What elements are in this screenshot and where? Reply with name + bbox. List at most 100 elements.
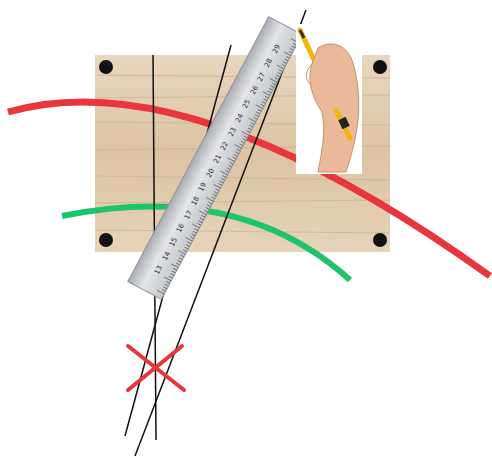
ruler-tick xyxy=(265,96,269,98)
ruler-tick xyxy=(216,189,220,191)
ruler-tick xyxy=(232,157,236,159)
ruler-tick xyxy=(204,210,208,212)
ruler-tick xyxy=(263,92,270,96)
ruler-tick xyxy=(286,56,290,58)
ruler-tick xyxy=(164,277,171,281)
ruler-tick xyxy=(254,117,258,119)
ruler-tick xyxy=(278,72,282,74)
ruler-tick xyxy=(292,46,296,48)
ruler-tick xyxy=(207,205,211,207)
ruler-number: 17 xyxy=(183,209,194,221)
ruler-tick xyxy=(176,263,180,265)
ruler-tick xyxy=(206,198,213,202)
ruler-tick xyxy=(173,268,177,270)
ruler-tick xyxy=(275,78,279,80)
ruler-tick xyxy=(186,245,190,247)
ruler-tick xyxy=(225,170,229,172)
ruler-tick xyxy=(276,75,280,77)
ruler-tick xyxy=(255,115,259,117)
ruler-number: 24 xyxy=(234,112,245,124)
ruler-tick xyxy=(242,139,246,141)
ruler-tick xyxy=(240,144,244,146)
ruler-tick xyxy=(237,149,241,151)
ruler-tick xyxy=(185,237,192,241)
ruler-number: 20 xyxy=(205,167,216,179)
ruler-tick xyxy=(190,237,194,239)
ruler-tick xyxy=(180,255,184,257)
ruler-tick xyxy=(211,197,215,199)
ruler-tick xyxy=(247,131,251,133)
ruler-tick xyxy=(290,48,294,50)
ruler-number: 23 xyxy=(227,126,238,138)
construction-line xyxy=(125,10,306,456)
ruler-tick xyxy=(170,274,174,276)
ruler-tick xyxy=(241,141,245,143)
ruler-tick xyxy=(169,276,173,278)
ruler-tick xyxy=(248,128,252,130)
ruler-tick xyxy=(218,184,222,186)
ruler-tick xyxy=(272,83,276,85)
ruler-number: 25 xyxy=(241,98,252,110)
ruler-number: 28 xyxy=(263,57,274,69)
ruler-tick xyxy=(157,290,164,294)
ruler-tick xyxy=(178,260,182,262)
ruler-tick xyxy=(282,64,286,66)
ruler-tick xyxy=(256,112,260,114)
ruler-tick xyxy=(214,192,218,194)
ruler-tick xyxy=(199,211,206,215)
ruler-number: 27 xyxy=(256,71,267,83)
ruler-number: 21 xyxy=(212,154,223,166)
ruler-tick xyxy=(200,218,204,220)
ruler-tick xyxy=(284,52,291,56)
ruler-tick xyxy=(192,234,196,236)
ruler-tick xyxy=(235,152,239,154)
ruler-number: 29 xyxy=(271,43,282,55)
ruler-tick xyxy=(213,194,217,196)
ruler-tick xyxy=(230,162,234,164)
ruler-number: 15 xyxy=(168,236,179,248)
ruler-tick xyxy=(258,109,262,111)
ruler-tick xyxy=(171,264,178,268)
ruler-tick xyxy=(244,136,248,138)
ruler-tick xyxy=(283,62,287,64)
ruler-tick xyxy=(256,105,263,109)
ruler-tick xyxy=(213,184,220,188)
ruler-tick xyxy=(268,91,272,93)
ruler-tick xyxy=(261,104,265,106)
ruler-tick xyxy=(249,118,256,122)
ruler-tick xyxy=(199,221,203,223)
ruler-number: 16 xyxy=(175,223,186,235)
ruler-tick xyxy=(242,131,249,135)
ruler-tick xyxy=(279,70,283,72)
ruler-tick xyxy=(179,258,183,260)
ruler-tick xyxy=(251,123,255,125)
ruler-tick xyxy=(223,176,227,178)
ruler-tick xyxy=(270,86,274,88)
ruler-tick xyxy=(227,168,231,170)
ruler-tick xyxy=(193,231,197,233)
ruler-tick xyxy=(187,242,191,244)
ruler-tick xyxy=(220,171,227,175)
ruler-tick xyxy=(192,224,199,228)
ruler-number: 13 xyxy=(153,264,164,276)
hand-backdrop xyxy=(296,24,362,174)
steel-ruler xyxy=(128,17,302,300)
ruler-tick xyxy=(228,165,232,167)
ruler-tick xyxy=(270,78,277,82)
ruler-tick xyxy=(249,125,253,127)
ruler-tick xyxy=(277,65,284,69)
ruler-tick xyxy=(162,290,166,292)
ruler-tick xyxy=(262,101,266,103)
ruler-tick xyxy=(228,158,235,162)
intersection-mark xyxy=(128,346,184,390)
ruler-tick xyxy=(221,178,225,180)
ruler-tick xyxy=(172,271,176,273)
ruler-tick xyxy=(185,247,189,249)
ruler-tick xyxy=(197,223,201,225)
ruler-tick xyxy=(206,207,210,209)
ruler-tick xyxy=(234,154,238,156)
ruler-tick xyxy=(235,145,242,149)
ruler-tick xyxy=(263,99,267,101)
ruler-number: 18 xyxy=(190,195,201,207)
